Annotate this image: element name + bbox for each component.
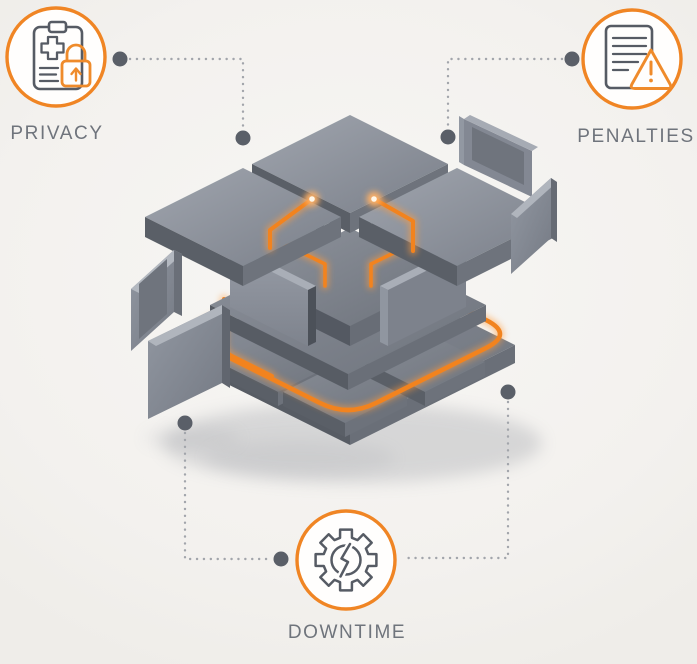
- connector-dots: [112, 51, 580, 567]
- dot-privacy-start: [112, 51, 128, 67]
- top-tile-west: [145, 168, 341, 286]
- panel-frame-left: [131, 250, 182, 351]
- panel-slab-right: [511, 178, 557, 274]
- penalties-label: PENALTIES: [577, 126, 695, 147]
- dot-downtime-right: [500, 384, 516, 400]
- floating-panels: [131, 115, 557, 419]
- dot-downtime-left-end: [273, 551, 289, 567]
- dot-downtime-left: [177, 415, 193, 431]
- dot-penalties-end: [440, 129, 456, 145]
- dot-penalties-start: [564, 51, 580, 67]
- clipboard-medical-lock-icon: [32, 20, 92, 91]
- connector-downtime-left: [183, 431, 272, 561]
- connector-penalties: [446, 57, 564, 127]
- dot-privacy-end: [235, 130, 251, 146]
- circuit-top-traces: [266, 192, 417, 255]
- privacy-badge: [5, 6, 107, 108]
- privacy-label: PRIVACY: [10, 123, 104, 144]
- top-layer-tiles: [145, 115, 555, 286]
- gear-clock-outage-icon: [314, 528, 378, 592]
- panel-frame-right: [459, 115, 538, 197]
- downtime-badge: [295, 509, 397, 611]
- panel-slab-left: [148, 305, 230, 419]
- connectors: [128, 57, 564, 561]
- penalties-badge: [581, 8, 683, 110]
- connector-privacy: [128, 57, 245, 128]
- downtime-label: DOWNTIME: [287, 622, 407, 643]
- document-warning-icon: [604, 24, 673, 90]
